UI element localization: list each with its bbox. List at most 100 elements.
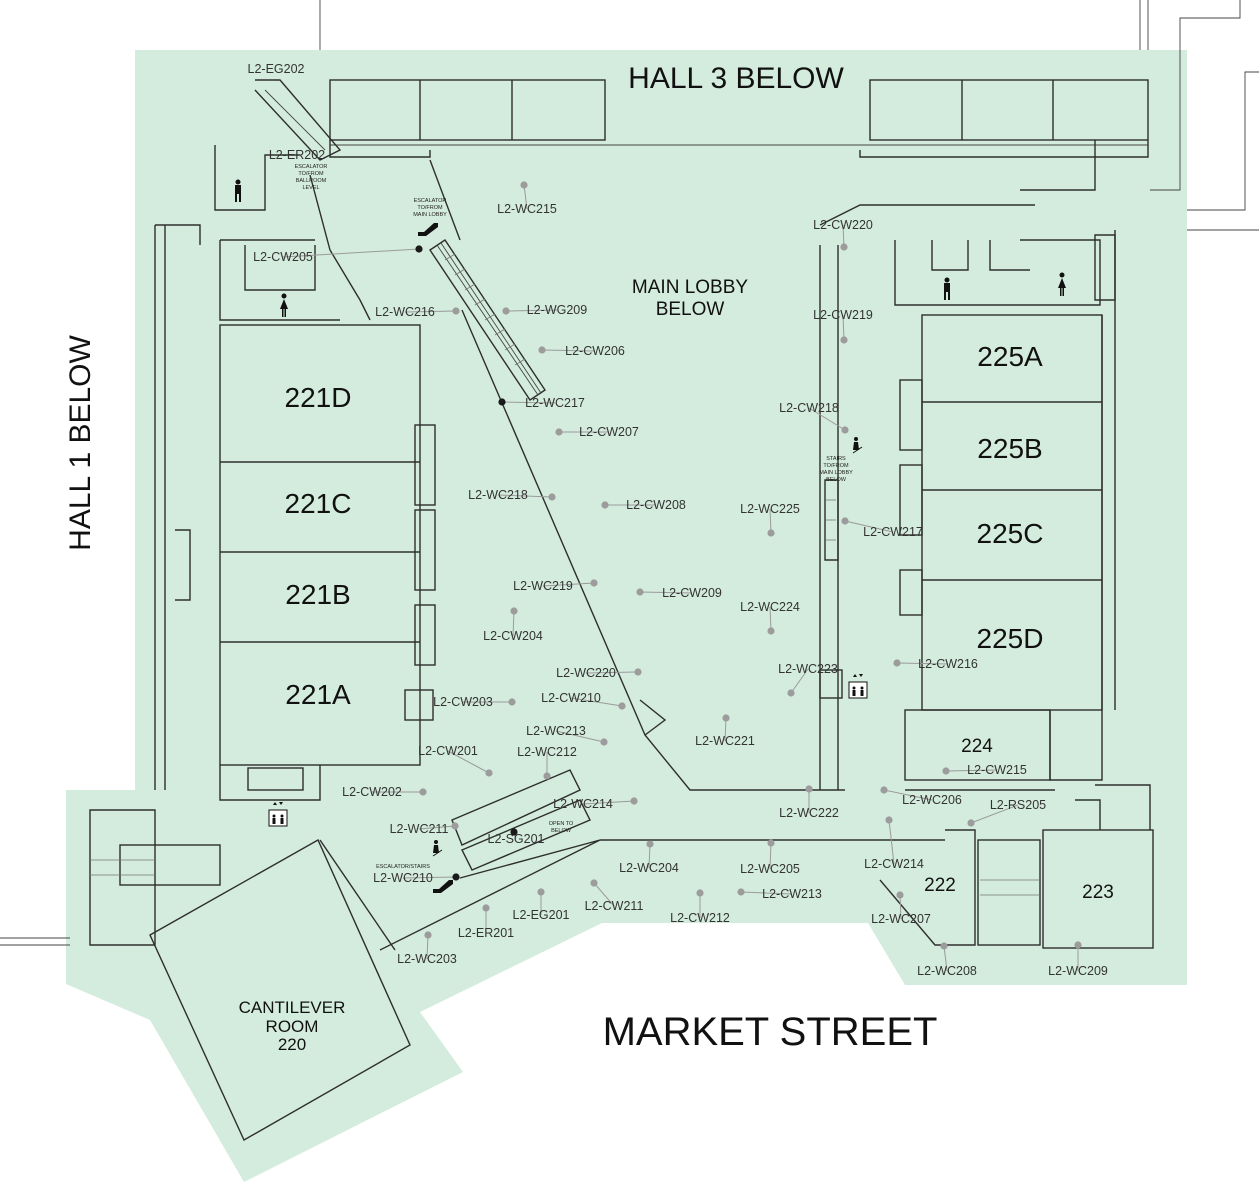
- location-dot: [543, 772, 551, 780]
- room-225c: 225C: [977, 518, 1044, 549]
- location-leader-line: [842, 224, 845, 248]
- location-marker: L2-CW216: [893, 657, 978, 671]
- location-label: L2-WC224: [740, 600, 800, 614]
- location-marker: L2-EG202: [248, 62, 305, 76]
- svg-text:STAIRS: STAIRS: [826, 456, 846, 462]
- room-225b: 225B: [977, 433, 1042, 464]
- location-dot: [940, 942, 948, 950]
- location-dot: [590, 579, 598, 587]
- escalator-stairs-note: ESCALATOR/STAIRS: [376, 864, 430, 870]
- location-label: L2-WC223: [778, 662, 838, 676]
- location-dot: [502, 307, 510, 315]
- location-leader-line: [769, 508, 772, 534]
- location-marker: L2-SG201: [488, 828, 545, 846]
- location-label: L2-CW212: [670, 911, 730, 925]
- location-marker: L2-WC207: [871, 891, 931, 926]
- location-marker: L2-CW204: [483, 607, 543, 643]
- location-marker: L2-WC209: [1048, 941, 1108, 978]
- location-leader-line: [808, 407, 846, 431]
- location-dot: [841, 426, 849, 434]
- location-leader-line: [512, 610, 515, 637]
- outer-context-lines: [0, 0, 1259, 946]
- svg-text:BELOW: BELOW: [551, 828, 572, 834]
- location-dot: [840, 336, 848, 344]
- open-below-note: OPEN TO BELOW: [549, 821, 574, 834]
- escalator-icon: [433, 880, 453, 893]
- location-label: L2-WC214: [553, 797, 613, 811]
- location-label: L2-WC225: [740, 502, 800, 516]
- location-label: L2-CW202: [342, 785, 402, 799]
- location-leader-line: [593, 882, 615, 907]
- location-dot: [452, 307, 460, 315]
- location-leader-line: [899, 894, 902, 920]
- location-label: L2-CW206: [565, 344, 625, 358]
- location-marker: L2-WC221: [695, 714, 755, 748]
- location-label: L2-WC208: [917, 964, 977, 978]
- room-221a: 221A: [285, 679, 351, 710]
- svg-text:ROOM: ROOM: [266, 1017, 319, 1036]
- room-225d: 225D: [977, 623, 1044, 654]
- location-label: L2-WC209: [1048, 964, 1108, 978]
- location-label: L2-WC205: [740, 862, 800, 876]
- svg-text:BELOW: BELOW: [656, 299, 725, 320]
- stairs-main-note: STAIRS TO/FROM MAIN LOBBY BELOW: [819, 456, 853, 483]
- location-label: L2-CW218: [779, 401, 839, 415]
- svg-text:MAIN LOBBY: MAIN LOBBY: [819, 470, 853, 476]
- location-marker: L2-WC219: [513, 579, 598, 593]
- location-marker: L2-CW211: [585, 879, 643, 913]
- location-label: L2-EG202: [248, 62, 305, 76]
- location-label: L2-WC207: [871, 912, 931, 926]
- location-label: L2-CW217: [863, 525, 923, 539]
- location-label: L2-SG201: [488, 832, 545, 846]
- location-label: L2-CW209: [662, 586, 722, 600]
- location-marker: L2-WC220: [556, 666, 642, 680]
- room-222: 222: [924, 875, 956, 896]
- location-dot: [893, 659, 901, 667]
- location-marker: L2-WC218: [468, 488, 556, 502]
- room-224: 224: [961, 736, 993, 757]
- svg-text:TO/FROM: TO/FROM: [298, 171, 324, 177]
- location-marker: L2-EG201: [513, 888, 570, 922]
- location-label: L2-ER202: [269, 148, 325, 162]
- hall3-bays: [329, 79, 1149, 158]
- location-marker: L2-WC217: [498, 396, 585, 410]
- location-marker: L2-CW219: [813, 308, 873, 344]
- svg-text:TO/FROM: TO/FROM: [823, 463, 849, 469]
- location-marker: L2-WC208: [917, 942, 977, 978]
- location-marker: L2-WC216: [375, 305, 460, 319]
- location-dot: [840, 243, 848, 251]
- location-marker: L2-WC215: [497, 181, 557, 216]
- location-leader-line: [740, 891, 793, 895]
- location-leader-line: [943, 945, 948, 972]
- location-dot: [630, 797, 638, 805]
- svg-text:OPEN TO: OPEN TO: [549, 821, 574, 827]
- location-leader-line: [790, 668, 809, 694]
- location-dot: [415, 245, 423, 253]
- location-markers: L2-EG202L2-ER202L2-CW205L2-WC216L2-WC215…: [248, 62, 1108, 978]
- location-label: L2-WC216: [375, 305, 435, 319]
- location-marker: L2-WC212: [517, 745, 577, 780]
- location-marker: L2-WC205: [740, 839, 800, 876]
- location-dot: [482, 904, 490, 912]
- location-marker: L2-WC222: [779, 785, 839, 820]
- location-label: L2-WC220: [556, 666, 616, 680]
- location-leader-line: [447, 750, 490, 774]
- location-label: L2-WC218: [468, 488, 528, 502]
- escalator-main-note: ESCALATOR TO/FROM MAIN LOBBY: [413, 198, 447, 218]
- location-marker: L2-WC206: [880, 786, 962, 807]
- location-leader-line: [844, 520, 894, 533]
- location-label: L2-WC215: [497, 202, 557, 216]
- location-label: L2-EG201: [513, 908, 570, 922]
- location-marker: L2-CW207: [555, 425, 639, 439]
- location-leader-line: [570, 697, 623, 707]
- location-dot: [696, 889, 704, 897]
- location-marker: L2-CW212: [670, 889, 730, 925]
- location-leader-line: [648, 843, 651, 869]
- cantilever-room: [89, 809, 411, 1141]
- location-dot: [424, 931, 432, 939]
- room-221b: 221B: [285, 579, 350, 610]
- svg-text:MAIN LOBBY: MAIN LOBBY: [413, 212, 447, 218]
- location-label: L2-CW208: [626, 498, 686, 512]
- location-leader-line: [282, 248, 420, 258]
- lower-left-escalator: [319, 769, 601, 951]
